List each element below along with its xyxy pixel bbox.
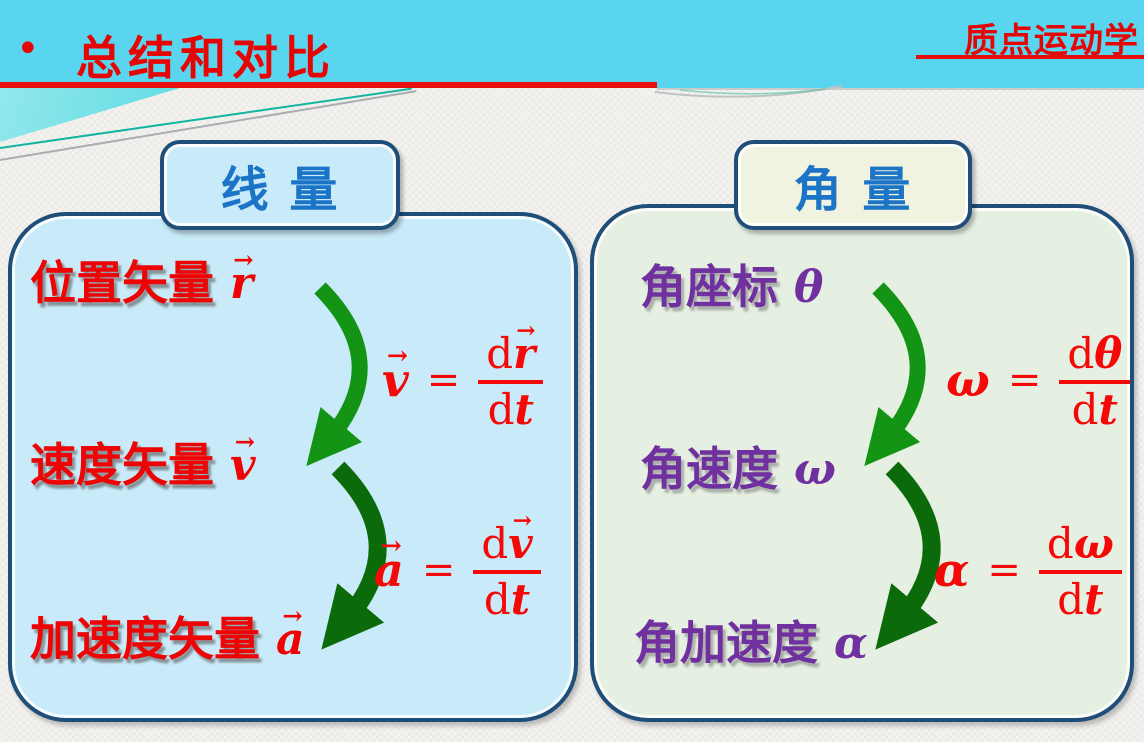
curved-arrow-position-to-velocity-icon [306,282,368,467]
symbol-letter: θ [1094,329,1123,378]
tab-linear-label: 线 量 [220,162,340,218]
symbol-letter: r [230,258,254,309]
header-rule [0,82,657,88]
vector-arrow: → [512,507,533,534]
vector-arrow: → [380,530,402,561]
position-vector-label: 位置矢量 [30,256,214,310]
angular-position-label: 角座标 [640,260,778,314]
numerator-symbol: →v [508,507,533,568]
acceleration-definition-formula: →a = d→v dt [374,507,541,625]
symbol-letter: v [230,440,256,491]
angular-position-symbol: θ [794,262,824,313]
vector-arrow: → [233,245,254,275]
differential-d: d [1067,329,1095,378]
position-vector-symbol: →r [230,245,254,311]
formula-lhs: α [934,543,970,598]
velocity-vector-symbol: →v [230,427,256,493]
page-title: 总结和对比 [76,31,336,85]
tab-linear-quantity: 线 量 [160,140,400,230]
acceleration-vector-row: 加速度矢量 →a [30,601,305,667]
velocity-vector-label: 速度矢量 [30,438,214,492]
formula-lhs: →v [382,340,409,408]
fraction: d→r dt [478,317,544,435]
equals-sign: = [1007,357,1042,404]
velocity-definition-formula: →v = d→r dt [382,317,544,435]
equals-sign: = [426,357,461,404]
symbol-letter: a [276,614,305,665]
fraction-numerator: dω [1038,516,1122,575]
fraction-denominator: dt [1072,384,1118,434]
curved-arrow-omega-to-alpha-icon [875,461,941,650]
differential-d: d [1071,385,1099,435]
vector-arrow: → [386,340,409,371]
symbol-letter: t [510,575,531,625]
tab-angular-label: 角 量 [793,162,913,218]
angular-acceleration-label: 角加速度 [634,616,818,670]
vector-arrow: → [282,601,303,631]
fraction-numerator: d→r [478,317,544,385]
header-shadow-line [657,88,1144,90]
acceleration-vector-symbol: →a [276,601,305,667]
course-label: 质点运动学 [964,21,1139,61]
curved-arrow-velocity-to-acceleration-icon [321,461,387,650]
differential-d: d [486,329,514,378]
fraction-denominator: dt [484,574,530,624]
differential-d: d [483,575,511,625]
curved-arrow-theta-to-omega-icon [864,282,926,467]
fraction: d→v dt [473,507,541,625]
position-vector-row: 位置矢量 →r [30,245,254,311]
linear-quantities-panel [8,212,578,722]
angular-acceleration-row: 角加速度 α [634,618,868,671]
equals-sign: = [987,547,1021,594]
differential-d: d [481,519,509,568]
acceleration-vector-label: 加速度矢量 [30,612,260,666]
differential-d: d [1046,519,1074,568]
course-underline [916,55,1144,59]
angular-acceleration-definition-formula: α = dω dt [934,516,1122,625]
angular-velocity-row: 角速度 ω [640,444,836,497]
angular-acceleration-symbol: α [834,618,868,669]
fraction: dθ dt [1059,326,1131,435]
tab-angular-quantity: 角 量 [734,140,972,230]
symbol-letter: v [508,519,533,568]
lhs-letter: v [382,353,409,408]
fraction-numerator: dθ [1059,326,1131,385]
angular-velocity-label: 角速度 [640,442,778,496]
fraction-numerator: d→v [473,507,541,575]
symbol-letter: ω [1073,519,1114,568]
angular-velocity-definition-formula: ω = dθ dt [946,326,1131,435]
symbol-letter: t [1098,385,1118,435]
velocity-vector-row: 速度矢量 →v [30,427,256,493]
numerator-symbol: →r [513,317,536,378]
equals-sign: = [421,547,456,594]
angular-velocity-symbol: ω [794,444,836,495]
title-bullet: • [16,26,40,72]
vector-arrow: → [234,427,255,457]
differential-d: d [1057,575,1085,625]
decor-curve [654,85,843,98]
formula-lhs: →a [374,530,404,597]
fraction-denominator: dt [1057,574,1103,624]
angular-position-row: 角座标 θ [640,262,823,315]
symbol-letter: r [513,329,536,378]
symbol-letter: t [1084,575,1104,625]
vector-arrow: → [516,317,536,344]
formula-lhs: ω [946,353,990,408]
header-band [0,0,1144,88]
differential-d: d [487,385,515,435]
fraction: dω dt [1038,516,1122,625]
angular-quantities-panel [590,204,1134,722]
symbol-letter: t [514,385,534,435]
fraction-denominator: dt [488,384,534,434]
